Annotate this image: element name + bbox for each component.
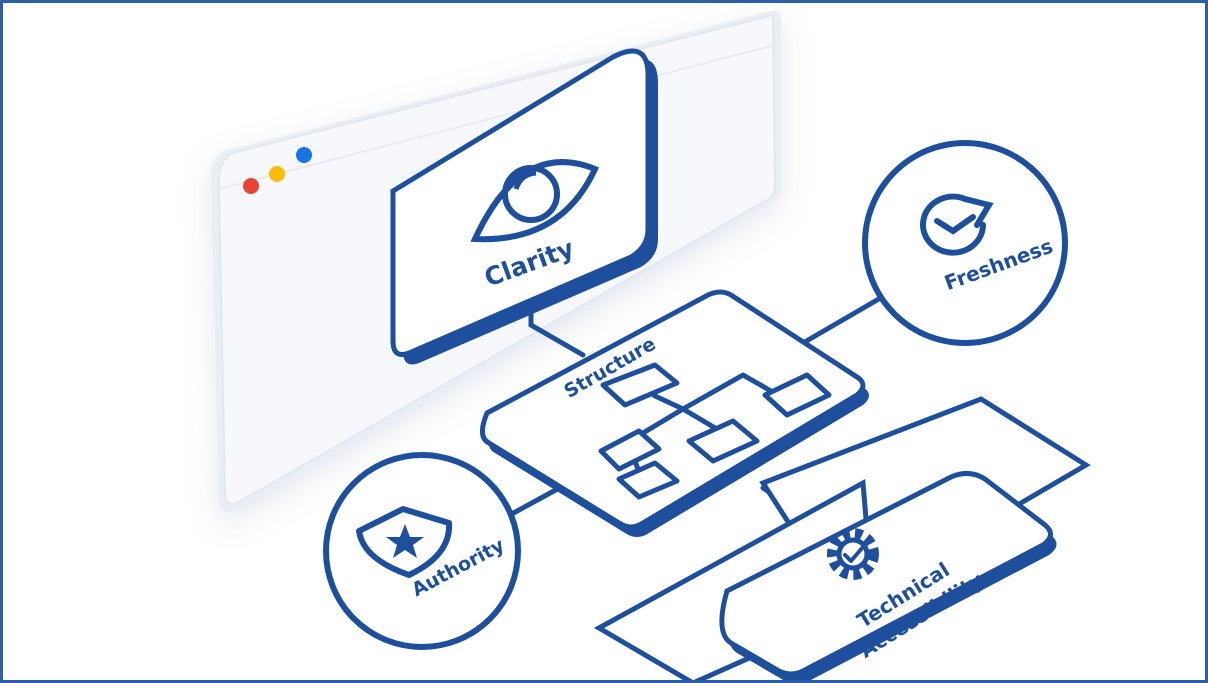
- window-dot-red: [243, 178, 259, 194]
- structure-card: Structure: [480, 289, 869, 537]
- window-dot-blue: [296, 147, 312, 163]
- authority-node: Authority: [323, 452, 521, 650]
- shield-star-icon: [356, 506, 453, 578]
- diagram-svg: Clarity Structure Freshness: [210, 10, 1091, 680]
- freshness-node: Freshness: [862, 140, 1068, 346]
- connector-authority-structure: [505, 483, 566, 519]
- clarity-card: Clarity: [390, 48, 658, 365]
- hierarchy-icon: [598, 362, 832, 500]
- gear-check-icon: [827, 528, 879, 580]
- window-dot-yellow: [269, 166, 285, 182]
- eye-icon: [470, 159, 600, 243]
- clock-refresh-icon: [920, 193, 994, 256]
